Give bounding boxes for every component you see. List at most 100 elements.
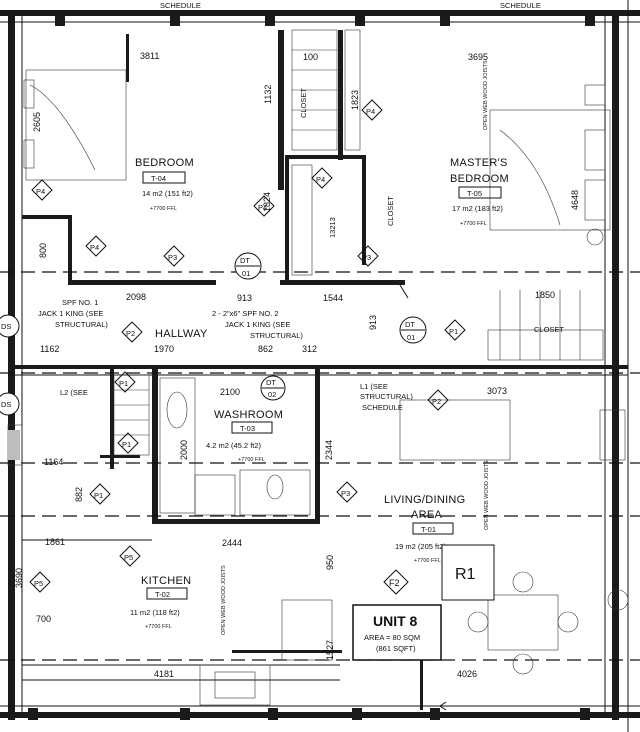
- svg-text:DS: DS: [1, 400, 11, 409]
- closet-label-right: CLOSET: [534, 325, 564, 334]
- dim: 862: [258, 344, 273, 354]
- dim: 312: [302, 344, 317, 354]
- dim: 100: [303, 52, 318, 62]
- kitchen-tag: T-02: [155, 590, 170, 599]
- dim: 2100: [220, 387, 240, 397]
- dim: 3811: [140, 51, 159, 61]
- tag-p4-d: P4: [311, 167, 333, 189]
- bed-master: [489, 84, 611, 246]
- tag-p4-e: P4: [361, 99, 383, 121]
- svg-text:P1: P1: [119, 379, 128, 388]
- master-area: 17 m2 (183 ft2): [452, 204, 503, 213]
- tag-p1-d: P1: [114, 371, 136, 393]
- detail-markers: DT 01 DT 01 DT 02 DS DS: [0, 252, 427, 416]
- sofa: [399, 399, 626, 461]
- dim: 3073: [487, 386, 507, 396]
- kitchen-counter: [199, 599, 333, 706]
- note-schedule: SCHEDULE: [362, 403, 403, 412]
- svg-text:P4: P4: [366, 107, 375, 116]
- hallway-name: HALLWAY: [155, 328, 208, 340]
- svg-text:P5: P5: [124, 553, 133, 562]
- tag-p4-c: P4: [253, 195, 275, 217]
- svg-text:01: 01: [242, 269, 250, 278]
- joist-note-kitchen: OPEN WEB WOOD JOISTS: [221, 565, 227, 635]
- svg-text:P1: P1: [94, 491, 103, 500]
- schedule-label-top-left: SCHEDULE: [160, 1, 201, 10]
- living-name-1: LIVING/DINING: [384, 494, 466, 506]
- washroom-name: WASHROOM: [214, 409, 283, 421]
- svg-text:DT: DT: [266, 378, 276, 387]
- dimensions: 3811 3695 100 2605 1132 1823 4648 800 18…: [14, 51, 580, 679]
- dt-marker-01-a: DT 01: [234, 252, 262, 280]
- bedroom-name: BEDROOM: [135, 157, 194, 169]
- svg-text:P3: P3: [168, 253, 177, 262]
- kitchen-ffl: +7700 FFL: [145, 624, 172, 630]
- kitchen-name: KITCHEN: [141, 575, 191, 587]
- dt-marker-01-b: DT 01: [399, 316, 427, 344]
- dim: 1132: [263, 85, 273, 104]
- note-structural-right: STRUCTURAL): [250, 331, 303, 340]
- structural-notes: SPF NO. 1 JACK 1 KING (SEE STRUCTURAL) 2…: [38, 298, 413, 412]
- tag-p5-b: P5: [29, 571, 51, 593]
- bedroom-ffl: +7700 FFL: [150, 206, 177, 212]
- washroom-area: 4.2 m2 (45.2 ft2): [206, 441, 262, 450]
- unit-area: AREA = 80 SQM: [364, 633, 420, 642]
- master-name-2: BEDROOM: [450, 173, 509, 185]
- dim: 4648: [570, 190, 580, 210]
- dim: 700: [36, 614, 51, 624]
- bedroom-tag: T-04: [151, 174, 166, 183]
- note-l1: L1 (SEE: [360, 382, 388, 391]
- svg-text:P3: P3: [341, 489, 350, 498]
- dim: 800: [38, 243, 48, 258]
- note-l2: L2 (SEE: [60, 388, 88, 397]
- washroom-fixtures: [159, 377, 311, 516]
- living-name-2: AREA: [411, 509, 443, 521]
- ds-marker-bottom: DS: [0, 392, 20, 416]
- ds-marker-top: DS: [0, 314, 20, 338]
- dining-table: [467, 571, 629, 675]
- note-jack-king-right: JACK 1 KING (SEE: [225, 320, 290, 329]
- dim: 1544: [323, 293, 343, 303]
- svg-text:DT: DT: [240, 256, 250, 265]
- joist-markers: [100, 34, 617, 710]
- dim: 1823: [350, 90, 360, 110]
- svg-text:P4: P4: [316, 175, 325, 184]
- master-name-1: MASTER'S: [450, 157, 508, 169]
- svg-text:P4: P4: [90, 243, 99, 252]
- dim: 1527: [325, 640, 335, 660]
- note-structural-schedule: STRUCTURAL): [360, 392, 413, 401]
- dim: 3695: [468, 52, 488, 62]
- interior-walls: [8, 30, 628, 681]
- dim: 1970: [154, 344, 174, 354]
- r1-label: R1: [455, 566, 476, 583]
- dim: 2000: [179, 440, 189, 460]
- svg-text:P2: P2: [432, 397, 441, 406]
- living-ffl: +7700 FFL: [414, 558, 441, 564]
- joist-note-living: OPEN WEB WOOD JOISTS: [484, 460, 490, 530]
- room-hallway: HALLWAY: [155, 328, 208, 340]
- tag-p1-a: P1: [444, 319, 466, 341]
- note-structural-left: STRUCTURAL): [55, 320, 108, 329]
- master-tag: T-05: [467, 189, 482, 198]
- svg-text:F2: F2: [389, 578, 400, 588]
- room-master-bedroom: MASTER'S BEDROOM T-05 17 m2 (183 ft2) +7…: [450, 157, 509, 227]
- svg-text:P2: P2: [126, 329, 135, 338]
- living-area: 19 m2 (205 ft2): [395, 542, 446, 551]
- dim: 2605: [32, 112, 42, 132]
- note-spf-no2: 2 - 2"x6" SPF NO. 2: [212, 309, 279, 318]
- beam-lines: [0, 271, 640, 661]
- dt-marker-02: DT 02: [260, 375, 286, 401]
- tag-p3-c: P3: [336, 481, 358, 503]
- dim: 4181: [154, 669, 174, 679]
- room-kitchen: KITCHEN T-02 11 m2 (118 ft2) +7700 FFL: [130, 575, 191, 630]
- tag-p1-c: P1: [89, 483, 111, 505]
- dim: 2344: [324, 440, 334, 460]
- svg-text:DS: DS: [1, 322, 11, 331]
- dim: 2098: [126, 292, 146, 302]
- dim: 950: [325, 555, 335, 570]
- schedule-label-top-right: SCHEDULE: [500, 1, 541, 10]
- master-ffl: +7700 FFL: [460, 221, 487, 227]
- closet-shelves: [291, 29, 604, 361]
- unit-summary: UNIT 8 AREA = 80 SQM (861 SQFT): [352, 604, 442, 661]
